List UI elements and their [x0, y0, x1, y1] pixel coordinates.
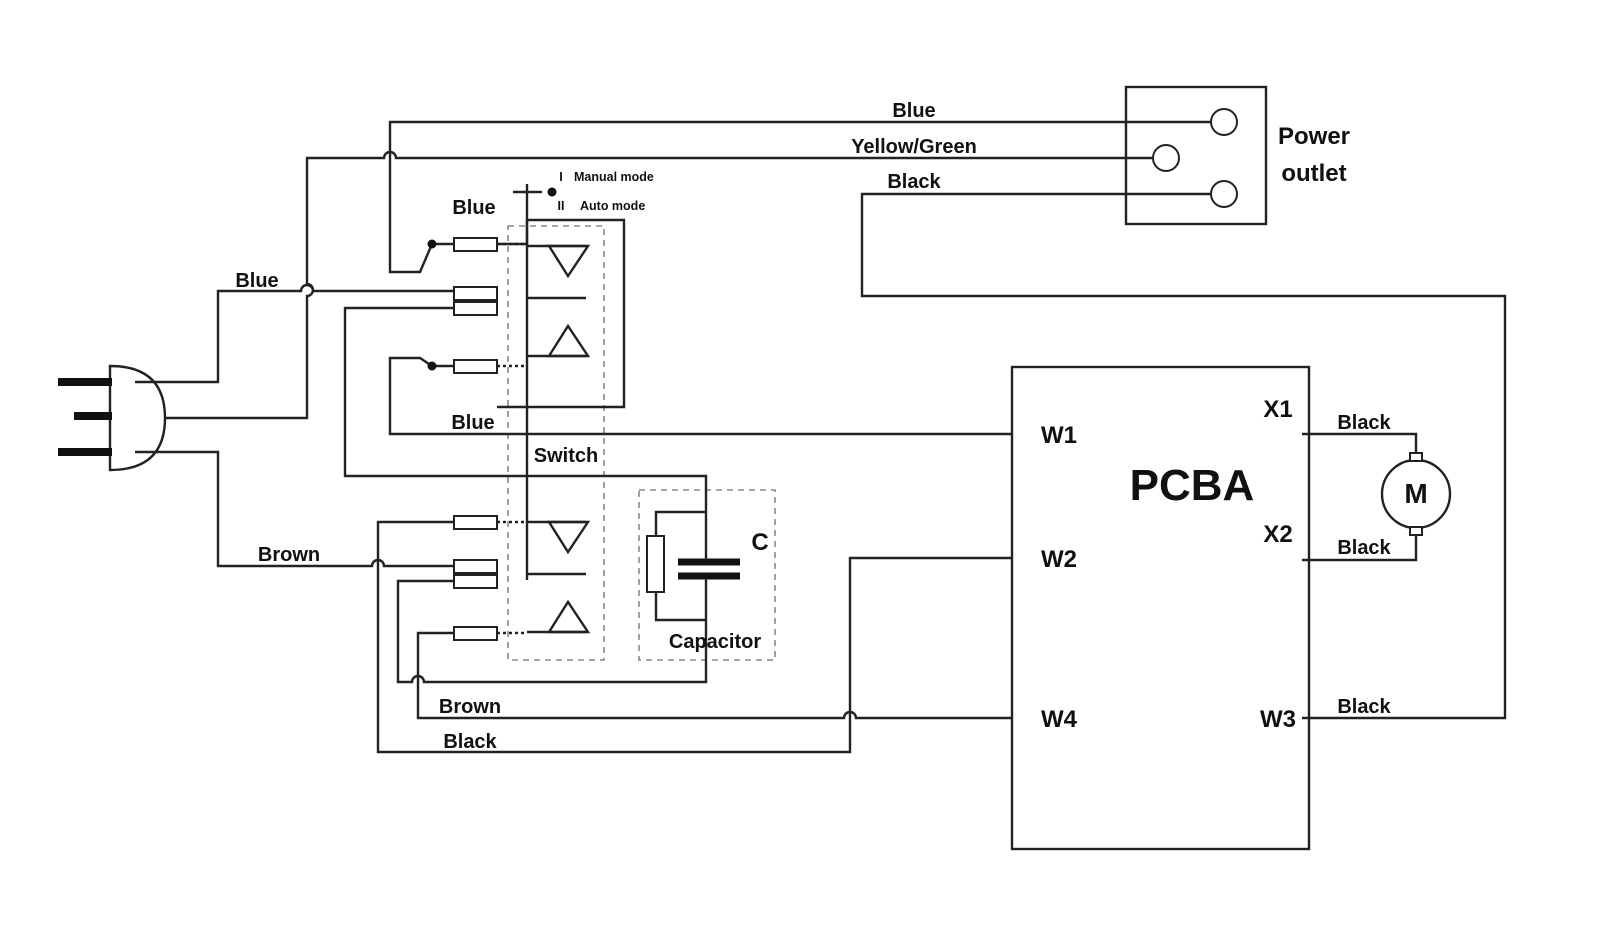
pcba-board — [1010, 365, 1311, 851]
wire-label-w1-blue: Blue — [451, 412, 494, 434]
auto-mode-label: Auto mode — [580, 199, 645, 213]
wire-label-w4-brown: Brown — [439, 696, 501, 718]
wire-label-plug-blue: Blue — [235, 270, 278, 292]
power-outlet — [1124, 85, 1268, 226]
wire-label-plug-brown: Brown — [258, 544, 320, 566]
pin-w2: W2 — [1041, 546, 1077, 573]
capacitor-symbol: C — [751, 529, 768, 556]
switch-assembly — [507, 184, 605, 661]
pin-x2: X2 — [1263, 521, 1292, 548]
auto-mode-symbol: II — [558, 199, 565, 213]
wire-label-outlet-blue: Blue — [892, 100, 935, 122]
pin-w1: W1 — [1041, 422, 1077, 449]
motor — [1380, 452, 1452, 536]
mains-plug — [58, 364, 167, 472]
wire-label-outlet-yellow-green: Yellow/Green — [851, 136, 977, 158]
switch-label: Switch — [534, 445, 598, 467]
manual-mode-symbol: I — [559, 170, 562, 184]
pin-w3: W3 — [1260, 706, 1296, 733]
wires — [135, 120, 1507, 754]
pin-w4: W4 — [1041, 706, 1078, 733]
outlet-socket-top — [1210, 108, 1238, 136]
pin-x1: X1 — [1263, 396, 1292, 423]
pcba-label: PCBA — [1130, 461, 1255, 510]
wire-label-x1-black: Black — [1337, 412, 1391, 434]
outlet-socket-earth — [1152, 144, 1180, 172]
motor-label: M — [1404, 478, 1427, 509]
power-outlet-label-line1: Power — [1278, 123, 1350, 150]
wire-label-switch-blue: Blue — [452, 197, 495, 219]
wire-label-x2-black: Black — [1337, 537, 1391, 559]
wire-label-bottom-black: Black — [443, 731, 497, 753]
wire-label-w3-black: Black — [1337, 696, 1391, 718]
capacitor-label: Capacitor — [669, 631, 761, 653]
outlet-socket-bottom — [1210, 180, 1238, 208]
power-outlet-label-line2: outlet — [1281, 160, 1346, 187]
wire-label-outlet-black: Black — [887, 171, 941, 193]
manual-mode-label: Manual mode — [574, 170, 654, 184]
switch-terminals — [453, 237, 527, 641]
